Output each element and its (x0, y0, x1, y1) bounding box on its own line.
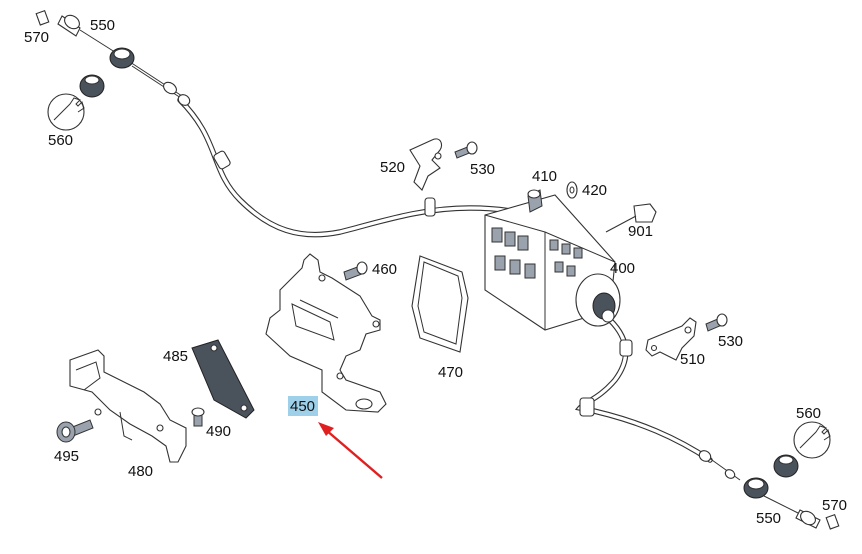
cable-fitting-bottom (698, 450, 712, 462)
bracket-520 (409, 138, 443, 191)
label-560-top: 560 (48, 132, 73, 149)
bracket-480 (69, 349, 187, 463)
shift-cable (129, 61, 741, 481)
red-arrow (318, 422, 383, 479)
label-410: 410 (532, 168, 557, 185)
bottom-right-parts (743, 421, 840, 530)
label-570-bottom: 570 (822, 497, 847, 514)
clip-570-bottom (825, 513, 840, 530)
label-520: 520 (380, 159, 405, 176)
label-530-top: 530 (470, 161, 495, 178)
label-560-bottom: 560 (796, 405, 821, 422)
label-450-highlight (288, 396, 318, 416)
nut-560-bottom (773, 454, 799, 478)
bolt-460 (343, 261, 368, 281)
label-470: 470 (438, 364, 463, 381)
cable-grommet-2 (424, 197, 436, 217)
nut-part-bottom (743, 477, 769, 499)
plate-485 (191, 339, 255, 419)
label-480: 480 (128, 463, 153, 480)
washer-420 (566, 181, 578, 199)
nut-part-top (109, 47, 135, 69)
bolt-530-top (454, 141, 478, 159)
label-495: 495 (54, 448, 79, 465)
cable-grommet-4 (579, 397, 595, 417)
screw-410 (527, 189, 543, 213)
label-901: 901 (628, 223, 653, 240)
label-400: 400 (610, 260, 635, 277)
label-420: 420 (582, 182, 607, 199)
label-450: 450 (290, 398, 315, 415)
label-550-top: 550 (90, 17, 115, 34)
cable-fitting-top (163, 81, 177, 95)
label-490: 490 (206, 423, 231, 440)
nut-560-top (79, 74, 105, 98)
label-485: 485 (163, 348, 188, 365)
bracket-510 (645, 317, 697, 361)
wrench-icon-560-top (47, 93, 85, 131)
cable-grommet-1 (213, 150, 231, 170)
label-570-top: 570 (24, 29, 49, 46)
wrench-icon-560-bottom (793, 421, 831, 459)
bracket-450 (265, 253, 387, 413)
connector-901 (605, 203, 657, 233)
clip-570-top (35, 9, 50, 26)
screw-490 (191, 407, 205, 427)
label-510: 510 (680, 351, 705, 368)
gasket-470 (411, 255, 469, 353)
label-530-right: 530 (718, 333, 743, 350)
actuator-400 (484, 194, 621, 331)
bolt-495 (56, 419, 94, 443)
top-left-parts (35, 9, 135, 131)
cable-grommet-3 (619, 339, 633, 357)
label-550-bottom: 550 (756, 510, 781, 527)
label-460: 460 (372, 261, 397, 278)
part-labels: 570 550 560 520 530 410 420 901 400 460 … (24, 17, 847, 527)
bolt-530-right (705, 313, 728, 332)
